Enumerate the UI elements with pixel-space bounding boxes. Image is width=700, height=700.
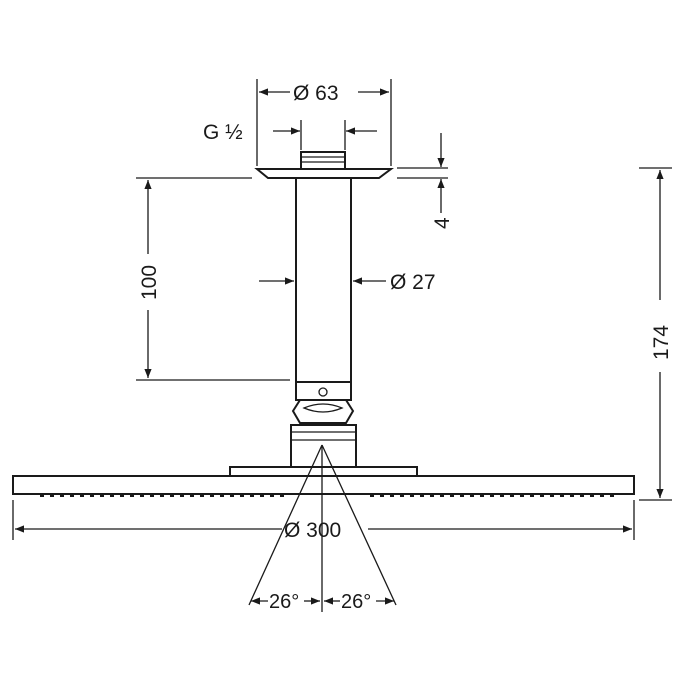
nozzle [430,494,434,497]
nozzle [120,494,124,497]
nozzle [480,494,484,497]
nozzle [610,494,614,497]
shower-outline [12,151,635,497]
label-arm-diameter: Ø 27 [390,271,436,294]
nozzle [560,494,564,497]
dim-arm-length: 100 [136,177,290,381]
joint-screw [318,387,328,397]
spray-nozzles [40,494,614,497]
nozzle [80,494,84,497]
nozzle [40,494,44,497]
nozzle [370,494,374,497]
label-head-diameter: Ø 300 [284,519,341,542]
nozzle [210,494,214,497]
nozzle [270,494,274,497]
nozzle [50,494,54,497]
label-total-height: 174 [650,325,673,360]
nozzle [260,494,264,497]
nozzle [390,494,394,497]
joint-collar [295,381,352,401]
dim-mount-diameter: Ø 63 [256,79,392,166]
label-thread: G ½ [203,121,243,144]
shower-head [12,475,635,495]
nozzle [570,494,574,497]
nozzle [500,494,504,497]
head-connector [290,424,357,468]
nozzle [540,494,544,497]
nozzle [580,494,584,497]
nozzle [490,494,494,497]
nozzle [130,494,134,497]
ball-joint [291,399,355,424]
nozzle [70,494,74,497]
nozzle [520,494,524,497]
nozzle [60,494,64,497]
nozzle [160,494,164,497]
nozzle [530,494,534,497]
nozzle [400,494,404,497]
dim-head-diameter: Ø 300 [12,500,635,542]
nozzle [410,494,414,497]
nozzle [250,494,254,497]
nozzle [460,494,464,497]
nozzle [470,494,474,497]
nozzle [200,494,204,497]
dim-total-height: 174 [639,167,673,501]
nozzle [600,494,604,497]
dim-plate-thickness: 4 [397,133,454,229]
ceiling-plate [254,168,394,179]
nozzle [180,494,184,497]
nozzle [510,494,514,497]
label-arm-length: 100 [138,265,161,300]
dim-spray-angle: 26° 26° [248,444,397,613]
nozzle [590,494,594,497]
nozzle [100,494,104,497]
nozzle [240,494,244,497]
dim-arm-diameter: Ø 27 [259,271,436,294]
nozzle [420,494,424,497]
label-mount-diameter: Ø 63 [293,82,339,105]
nozzle [110,494,114,497]
nozzle [140,494,144,497]
label-angle-right: 26° [341,591,371,613]
thread-connector [300,151,346,170]
nozzle [550,494,554,497]
nozzle [220,494,224,497]
nozzle [170,494,174,497]
label-plate-thickness: 4 [431,217,454,229]
shower-arm [295,177,352,383]
nozzle [190,494,194,497]
head-top-plate [229,466,418,477]
nozzle [380,494,384,497]
label-angle-left: 26° [269,591,299,613]
nozzle [280,494,284,497]
nozzle [150,494,154,497]
nozzle [90,494,94,497]
dim-thread: G ½ [203,120,377,150]
nozzle [450,494,454,497]
nozzle [440,494,444,497]
nozzle [230,494,234,497]
